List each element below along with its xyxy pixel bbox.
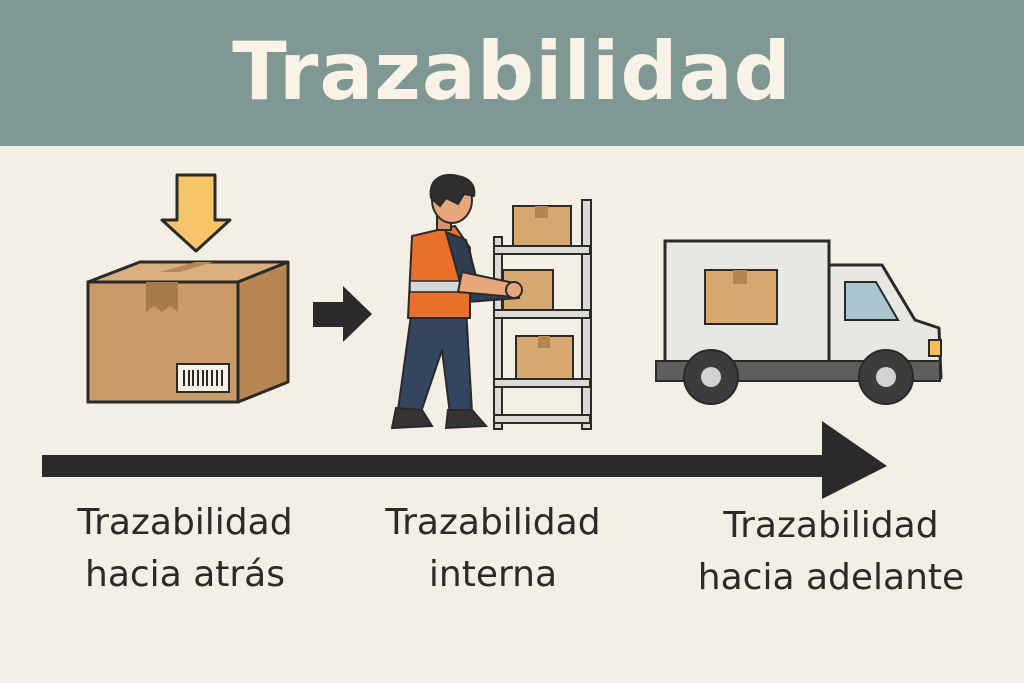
cardboard-box-icon: [86, 260, 290, 404]
stage-label-backward: Trazabilidad hacia atrás: [50, 497, 320, 601]
shelf-icon: [493, 199, 592, 430]
timeline-arrow-icon: [42, 421, 887, 499]
stage-label-line2: hacia adelante: [697, 557, 965, 598]
stage-label-line1: Trazabilidad: [385, 502, 601, 543]
barcode-icon: [176, 363, 230, 393]
worker-icon: [390, 173, 523, 430]
stage-label-line2: interna: [428, 554, 558, 595]
header-banner: [0, 0, 1024, 146]
stage-label-internal: Trazabilidad interna: [358, 497, 628, 601]
page-title: Trazabilidad: [232, 25, 792, 118]
stage-label-line1: Trazabilidad: [723, 505, 939, 546]
truck-icon: [655, 239, 943, 405]
right-arrow-icon: [313, 286, 372, 342]
stage-label-forward: Trazabilidad hacia adelante: [676, 500, 986, 604]
down-arrow-icon: [160, 173, 232, 253]
stage-label-line2: hacia atrás: [85, 554, 285, 595]
stage-label-line1: Trazabilidad: [77, 502, 293, 543]
